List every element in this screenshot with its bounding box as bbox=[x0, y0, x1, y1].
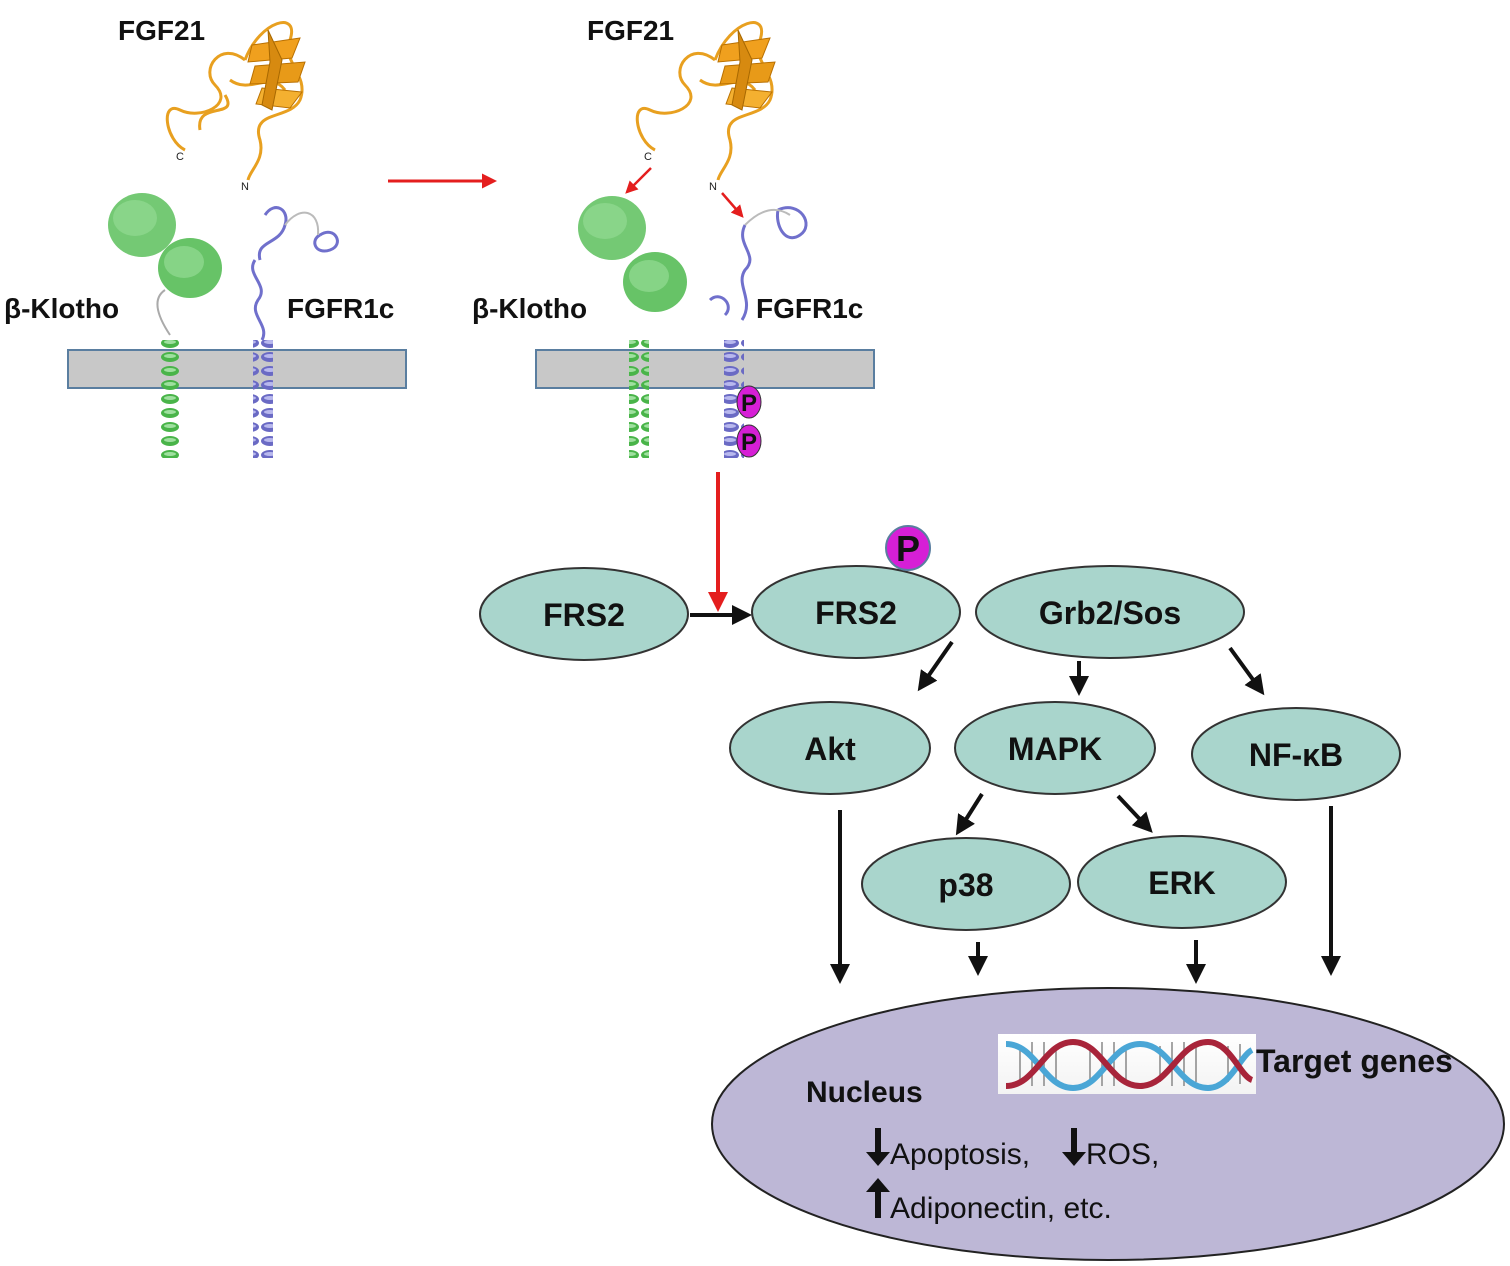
receptor-phospho-label-2: P bbox=[741, 429, 757, 456]
right-fgf21-sheets bbox=[717, 29, 776, 111]
left-klotho-structure-icon bbox=[108, 193, 222, 336]
left-receptor-complex: FGF21 C N β-Klotho bbox=[4, 15, 407, 458]
p38-label: p38 bbox=[938, 867, 993, 903]
right-klotho-transmembrane-helix bbox=[629, 340, 649, 458]
akt-label: Akt bbox=[804, 731, 856, 767]
right-c-terminus-label: C bbox=[644, 151, 652, 163]
right-fgfr1c-transmembrane-helix bbox=[724, 340, 744, 458]
erk-node: ERK bbox=[1077, 835, 1287, 929]
akt-node: Akt bbox=[729, 701, 931, 795]
right-klotho-label: β-Klotho bbox=[472, 293, 587, 324]
mapk-to-erk-arrow bbox=[1116, 794, 1153, 833]
p38-node: p38 bbox=[861, 837, 1071, 931]
right-receptor-complex: FGF21 C N β-Klotho FGFR1c bbox=[472, 15, 875, 458]
nucleus bbox=[711, 987, 1505, 1261]
grb2-sos-label: Grb2/Sos bbox=[1039, 595, 1181, 631]
right-cell-membrane bbox=[535, 349, 875, 389]
adiponectin-text: Adiponectin, etc. bbox=[890, 1192, 1112, 1225]
frs2-phospho-badge: P bbox=[885, 525, 931, 571]
down-arrow-icon bbox=[1062, 1128, 1086, 1166]
left-cell-membrane bbox=[67, 349, 407, 389]
left-fgfr1c-label: FGFR1c bbox=[287, 293, 394, 324]
frs2-inactive-label: FRS2 bbox=[543, 597, 625, 633]
c-terminus-binding-arrow bbox=[625, 167, 652, 194]
grb2-to-nfkb-arrow bbox=[1228, 646, 1265, 696]
mapk-node: MAPK bbox=[954, 701, 1156, 795]
frs2-active-node: FRS2 bbox=[751, 565, 961, 659]
frs2-active-label: FRS2 bbox=[815, 595, 897, 631]
frs2-to-akt-arrow bbox=[917, 640, 954, 692]
erk-label: ERK bbox=[1148, 865, 1216, 901]
apoptosis-text: Apoptosis, bbox=[890, 1138, 1030, 1171]
receptor-phospho-label-1: P bbox=[741, 390, 757, 417]
nucleus-label: Nucleus bbox=[806, 1076, 923, 1109]
left-fgfr1c-transmembrane-helix bbox=[253, 340, 273, 458]
left-klotho-transmembrane-helix bbox=[161, 340, 181, 458]
down-arrow-icon bbox=[866, 1128, 890, 1166]
receptor-phospho-badge-1: P bbox=[736, 385, 762, 419]
left-fgf21-label: FGF21 bbox=[118, 15, 205, 46]
receptor-phospho-badge-2: P bbox=[736, 424, 762, 458]
mapk-to-p38-arrow bbox=[955, 792, 984, 836]
right-n-terminus-label: N bbox=[709, 181, 717, 193]
frs2-inactive-node: FRS2 bbox=[479, 567, 689, 661]
left-fgf21-sheets bbox=[247, 29, 306, 111]
up-arrow-icon bbox=[866, 1178, 890, 1218]
right-fgfr1c-label: FGFR1c bbox=[756, 293, 863, 324]
left-n-terminus-label: N bbox=[241, 181, 249, 193]
grb2-sos-node: Grb2/Sos bbox=[975, 565, 1245, 659]
target-genes-label: Target genes bbox=[1256, 1043, 1453, 1079]
right-fgfr1c-structure-icon bbox=[708, 206, 808, 321]
left-fgfr1c-structure-icon bbox=[251, 206, 339, 341]
dna-helix-icon bbox=[998, 1034, 1256, 1094]
left-c-terminus-label: C bbox=[176, 151, 184, 163]
ros-text: ROS, bbox=[1086, 1138, 1159, 1171]
nfkb-label: NF-κB bbox=[1249, 737, 1343, 773]
n-terminus-binding-arrow bbox=[721, 192, 744, 218]
left-klotho-label: β-Klotho bbox=[4, 293, 119, 324]
nfkb-node: NF-κB bbox=[1191, 707, 1401, 801]
frs2-phospho-label: P bbox=[896, 528, 920, 569]
mapk-label: MAPK bbox=[1008, 731, 1102, 767]
right-fgf21-label: FGF21 bbox=[587, 15, 674, 46]
right-klotho-structure-icon bbox=[578, 196, 687, 312]
